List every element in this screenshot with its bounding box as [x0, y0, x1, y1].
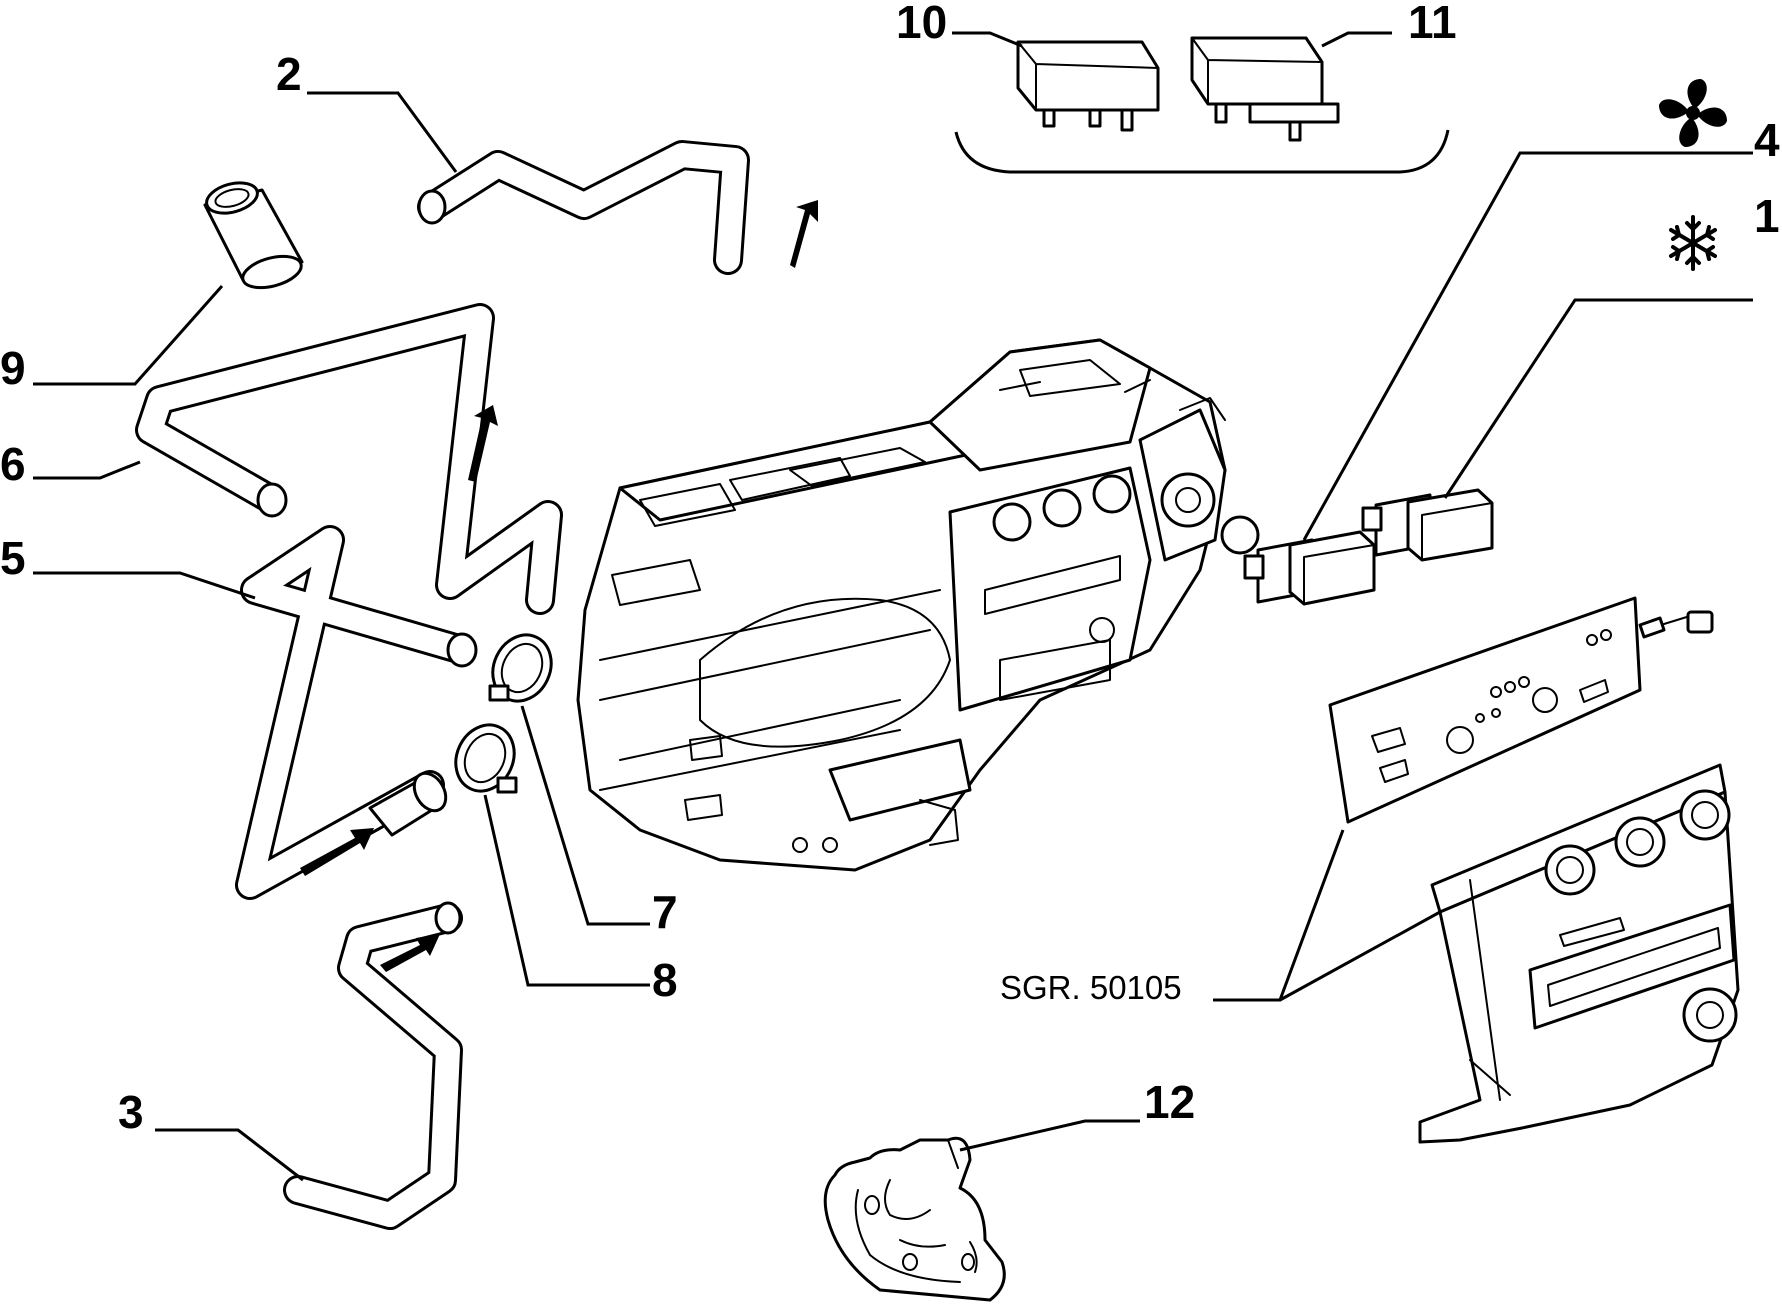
leader-1: [1443, 298, 1753, 499]
flow-arrow-icon: [300, 828, 374, 876]
hose-clamp-8: [454, 723, 518, 794]
callout-2: 2: [276, 48, 302, 100]
snowflake-icon: [1669, 215, 1717, 271]
callout-6: 6: [0, 438, 26, 490]
clip-bracket: [823, 1136, 1006, 1302]
leader-5: [33, 571, 256, 600]
fan-icon: [1659, 79, 1727, 147]
hose-5: [235, 525, 478, 900]
flow-arrow-icon: [468, 405, 498, 482]
reference-code: SGR. 50105: [1000, 969, 1182, 1006]
leader-2: [307, 91, 458, 173]
leader-sgr: [1213, 829, 1441, 1002]
gasket-ring: [203, 181, 304, 290]
leader-4: [1302, 151, 1753, 541]
callout-11: 11: [1408, 0, 1457, 48]
dashboard-console: [1418, 763, 1740, 1144]
callout-1: 1: [1754, 190, 1780, 242]
flow-arrow-icon: [380, 934, 440, 972]
leader-3: [155, 1128, 304, 1182]
leader-10: [952, 31, 1023, 48]
callout-7: 7: [652, 886, 678, 938]
switch-fan: [1243, 530, 1376, 606]
control-panel-face: [1328, 596, 1714, 824]
leader-11: [1321, 31, 1392, 48]
relay-10: [1016, 40, 1160, 132]
callout-9: 9: [0, 342, 26, 394]
hose-clamp-7: [488, 633, 553, 703]
heater-unit: [576, 338, 1260, 872]
callout-4: 4: [1754, 114, 1780, 166]
leader-8: [483, 794, 650, 987]
callout-5: 5: [0, 532, 26, 584]
leader-6: [33, 460, 141, 480]
hose-6: [135, 303, 563, 615]
callout-8: 8: [652, 954, 678, 1006]
callout-12: 12: [1144, 1076, 1195, 1128]
leader-9: [33, 285, 224, 386]
hose-3: [283, 901, 463, 1230]
callout-3: 3: [118, 1086, 144, 1138]
relay-group-bracket: [954, 129, 1450, 174]
switch-ac: [1361, 488, 1494, 562]
flow-arrow-icon: [790, 200, 818, 268]
hose-2: [417, 140, 818, 275]
relay-11: [1190, 36, 1340, 142]
callout-10: 10: [896, 0, 947, 48]
leader-7: [520, 705, 650, 926]
leader-12: [959, 1119, 1140, 1152]
